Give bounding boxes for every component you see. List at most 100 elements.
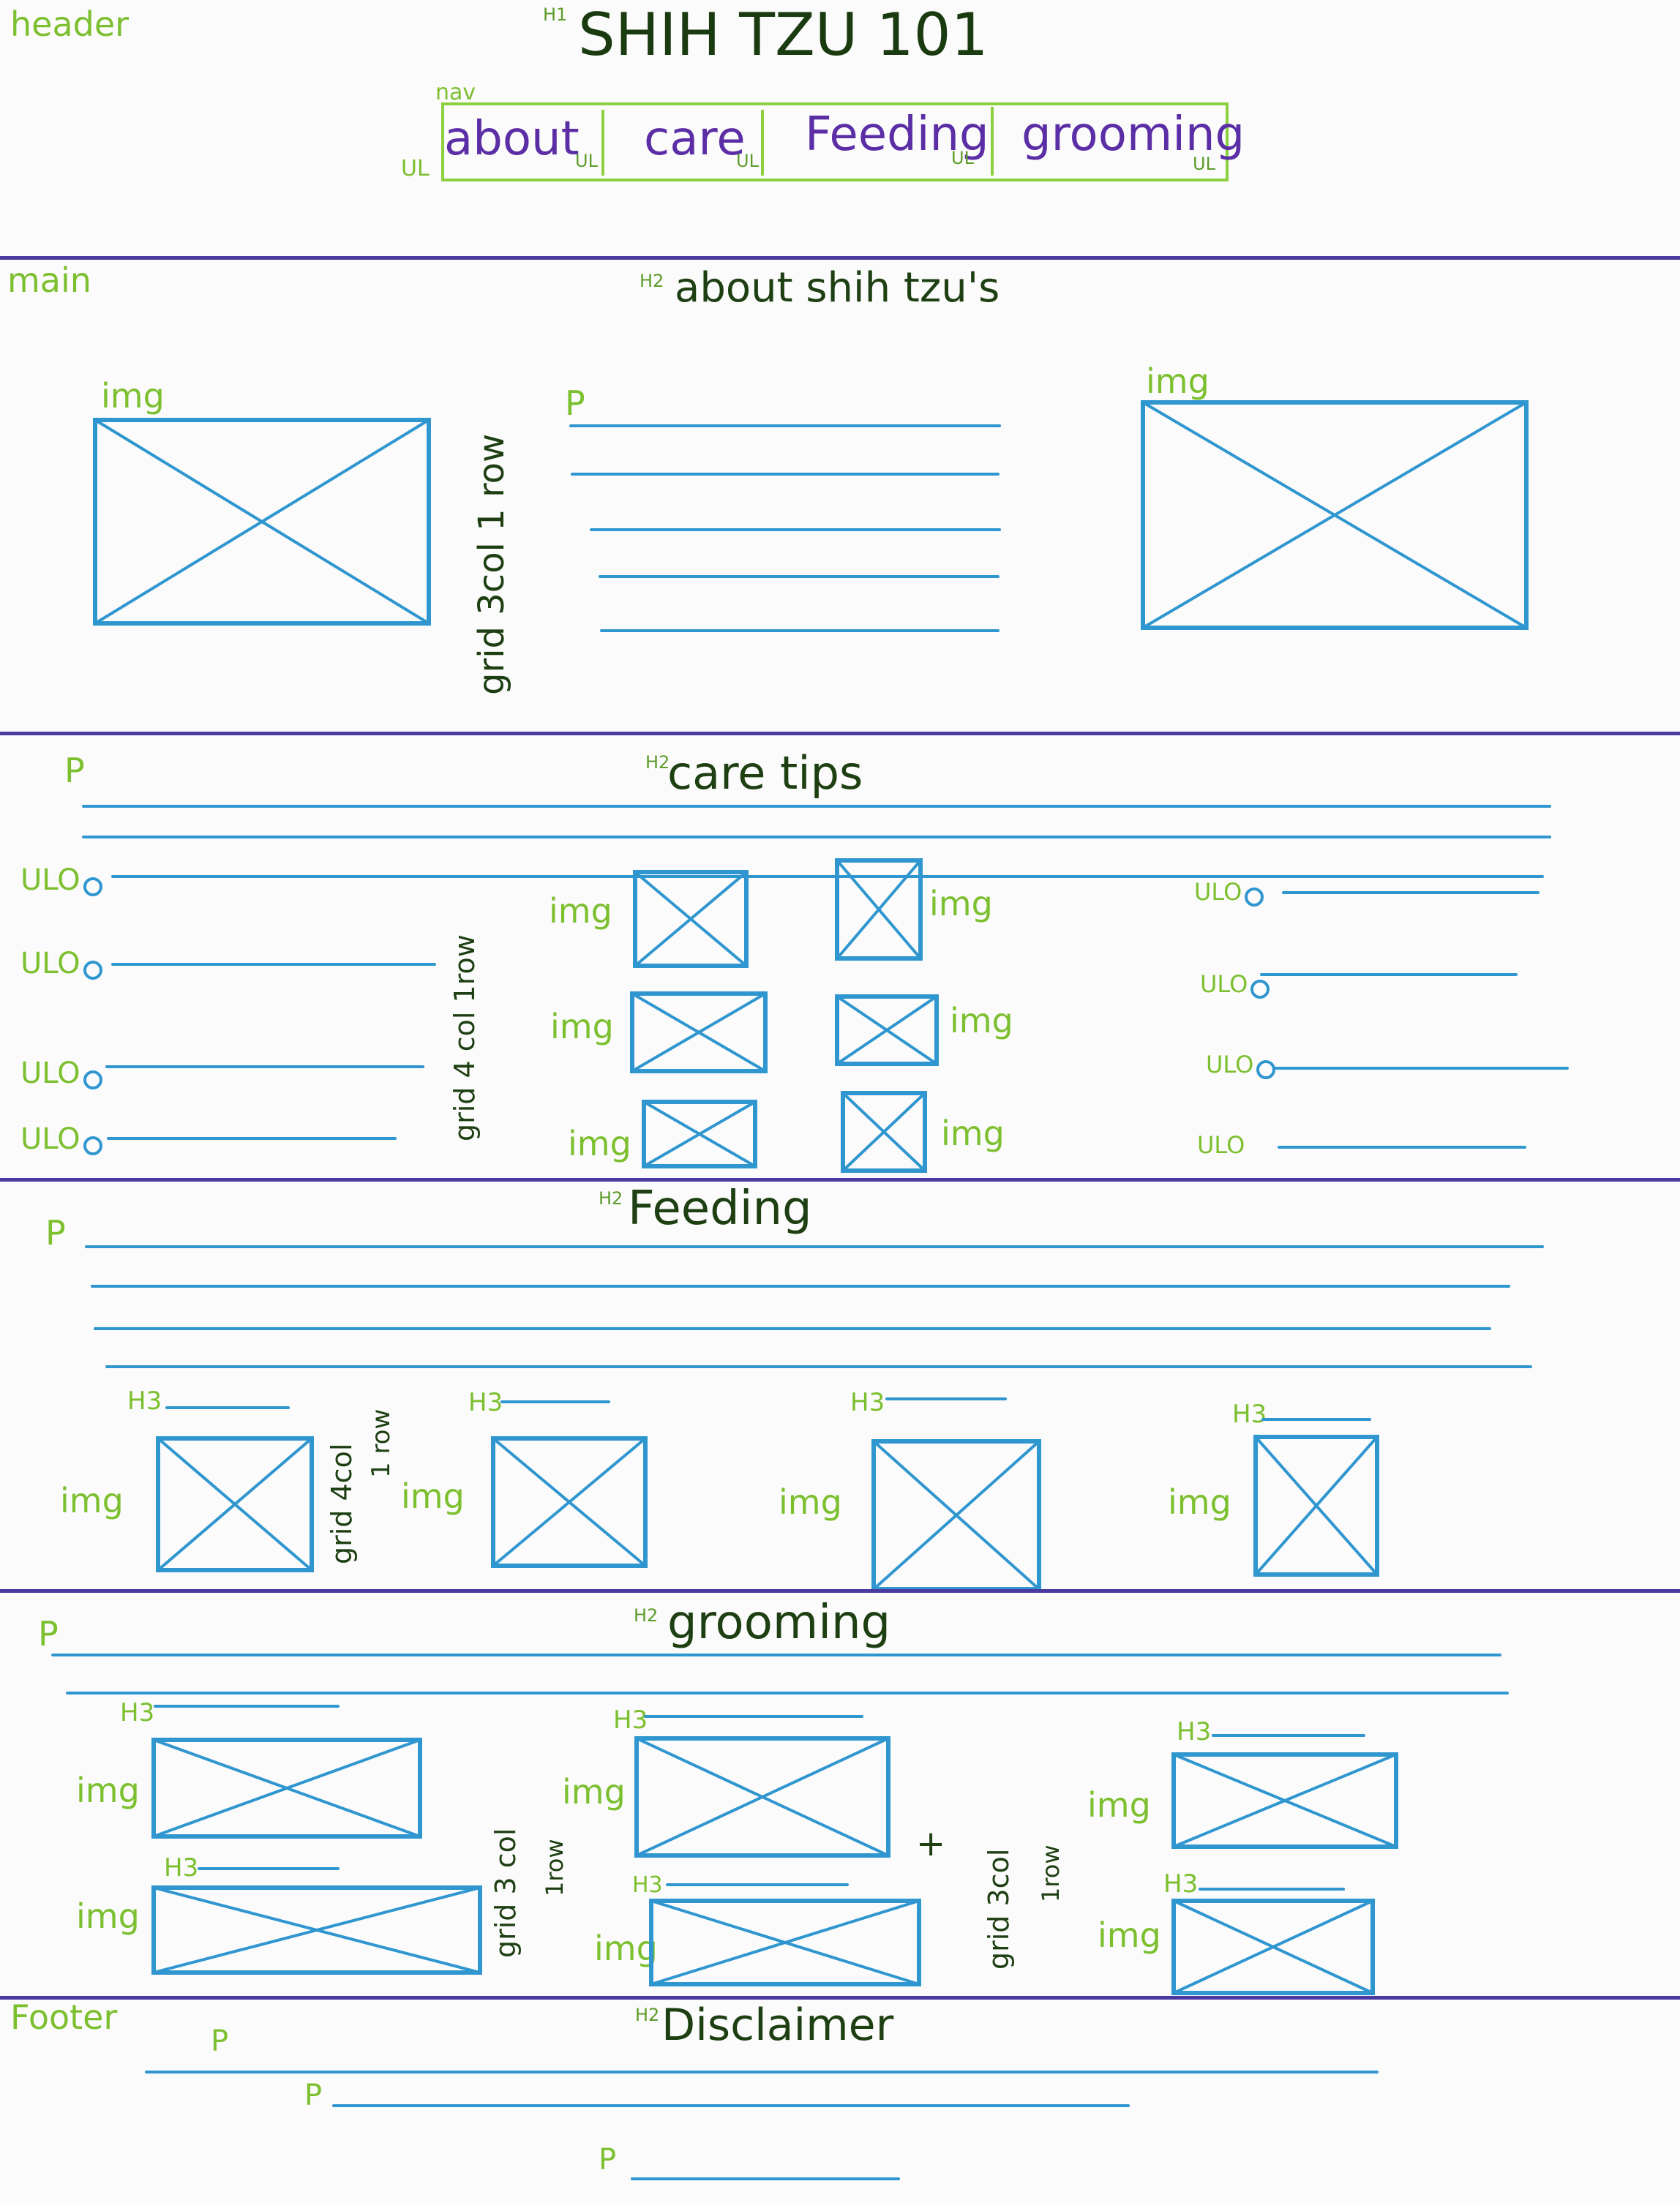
p-label: P	[304, 2079, 323, 2112]
h3-line	[165, 1406, 290, 1409]
p-label: P	[211, 2024, 229, 2058]
feeding-text-line	[85, 1245, 1544, 1248]
grooming-image-placeholder	[634, 1736, 890, 1858]
grooming-grid-note: 1row	[1037, 1844, 1065, 1902]
img-label: img	[929, 884, 993, 923]
list-item-line	[111, 963, 436, 966]
p-label: P	[64, 751, 85, 790]
h3-line	[154, 1705, 340, 1708]
nav-bar	[441, 102, 1229, 181]
care-text-line	[117, 875, 1544, 878]
h3-tag: H3	[164, 1853, 199, 1883]
nav-ul-label: UL	[736, 151, 759, 171]
nav-label: nav	[435, 80, 476, 105]
care-list-item-left: ULO	[20, 863, 102, 897]
list-item-line	[105, 1065, 424, 1068]
img-label: img	[568, 1124, 631, 1163]
grooming-image-placeholder	[151, 1885, 482, 1975]
feeding-text-line	[94, 1327, 1491, 1330]
about-text-line	[571, 473, 1000, 476]
care-list-item-right: ULO	[1200, 970, 1270, 999]
img-label: img	[1098, 1915, 1161, 1955]
h3-tag: H3	[850, 1388, 885, 1417]
p-label: P	[565, 383, 585, 423]
nav-ul-label: UL	[401, 156, 430, 181]
h3-tag: H3	[1163, 1869, 1199, 1899]
h3-line	[1199, 1888, 1345, 1891]
about-image-placeholder	[93, 418, 431, 626]
img-label: img	[60, 1481, 124, 1520]
list-item-line	[111, 875, 414, 878]
about-text-line	[569, 424, 1001, 427]
nav-item-feeding[interactable]: Feeding	[805, 108, 989, 162]
section-divider	[0, 732, 1680, 735]
h3-tag: H3	[632, 1872, 663, 1898]
grooming-image-placeholder	[1171, 1899, 1375, 1995]
footer-text-line	[332, 2104, 1130, 2107]
img-label: img	[779, 1482, 842, 1522]
care-text-line	[82, 805, 1551, 808]
img-label: img	[594, 1929, 658, 1968]
nav-separator	[761, 110, 764, 176]
about-text-line	[600, 629, 1000, 632]
footer-text-line	[631, 2177, 900, 2180]
h2-tag: H2	[645, 752, 670, 773]
grooming-image-placeholder	[1171, 1752, 1398, 1849]
section-divider	[0, 1178, 1680, 1182]
h2-tag: H2	[640, 271, 664, 291]
nav-item-care[interactable]: care	[644, 112, 746, 166]
nav-separator	[601, 110, 604, 176]
img-label: img	[101, 376, 165, 416]
feeding-image-placeholder	[1253, 1435, 1379, 1577]
section-divider	[0, 1589, 1680, 1593]
feeding-image-placeholder	[156, 1436, 314, 1572]
nav-separator	[991, 107, 994, 176]
img-label: img	[1146, 361, 1210, 401]
h3-line	[885, 1397, 1007, 1400]
h3-line	[1212, 1734, 1365, 1737]
p-label: P	[45, 1213, 66, 1253]
h3-line	[1261, 1418, 1371, 1421]
list-item-line	[1282, 891, 1540, 894]
nav-ul-label: UL	[575, 151, 598, 171]
nav-item-about[interactable]: about	[444, 112, 580, 166]
img-label: img	[941, 1114, 1005, 1153]
footer-divider	[0, 1996, 1680, 2000]
nav-ul-label: UL	[951, 148, 974, 168]
about-heading: about shih tzu's	[675, 264, 1000, 312]
list-item-line	[107, 1137, 397, 1140]
grooming-image-placeholder	[649, 1899, 921, 1986]
h3-tag: H3	[468, 1388, 503, 1417]
care-grid-note: grid 4 col 1row	[449, 934, 481, 1141]
grooming-heading: grooming	[667, 1596, 891, 1650]
feeding-text-line	[91, 1285, 1510, 1288]
nav-item-grooming[interactable]: grooming	[1021, 108, 1245, 162]
img-label: img	[76, 1896, 140, 1936]
care-image-placeholder	[630, 991, 768, 1073]
img-label: img	[401, 1476, 465, 1516]
feeding-grid-note: grid 4col	[326, 1443, 358, 1564]
p-label: P	[599, 2143, 617, 2177]
h2-tag: H2	[599, 1188, 623, 1209]
img-label: img	[550, 1007, 614, 1046]
h1-tag: H1	[543, 4, 568, 25]
img-label: img	[549, 891, 612, 931]
nav-ul-label: UL	[1193, 154, 1215, 174]
care-image-placeholder	[841, 1091, 927, 1173]
care-image-placeholder	[633, 870, 749, 968]
h3-line	[644, 1715, 863, 1718]
grooming-grid-note: grid 3 col	[490, 1828, 522, 1958]
care-list-item-right: ULO	[1197, 1131, 1245, 1159]
about-grid-note: grid 3col 1 row	[471, 433, 512, 695]
care-heading: care tips	[667, 746, 863, 800]
about-text-line	[599, 575, 1000, 578]
feeding-grid-note: 1 row	[367, 1408, 396, 1478]
care-list-item-left: ULO	[20, 1057, 102, 1090]
about-text-line	[590, 528, 1001, 531]
care-image-placeholder	[642, 1100, 757, 1168]
grooming-grid-note: grid 3col	[983, 1848, 1015, 1970]
footer-heading: Disclaimer	[661, 2000, 894, 2051]
main-region-label: main	[7, 260, 91, 300]
h3-line	[500, 1400, 610, 1403]
img-label: img	[1087, 1785, 1151, 1825]
